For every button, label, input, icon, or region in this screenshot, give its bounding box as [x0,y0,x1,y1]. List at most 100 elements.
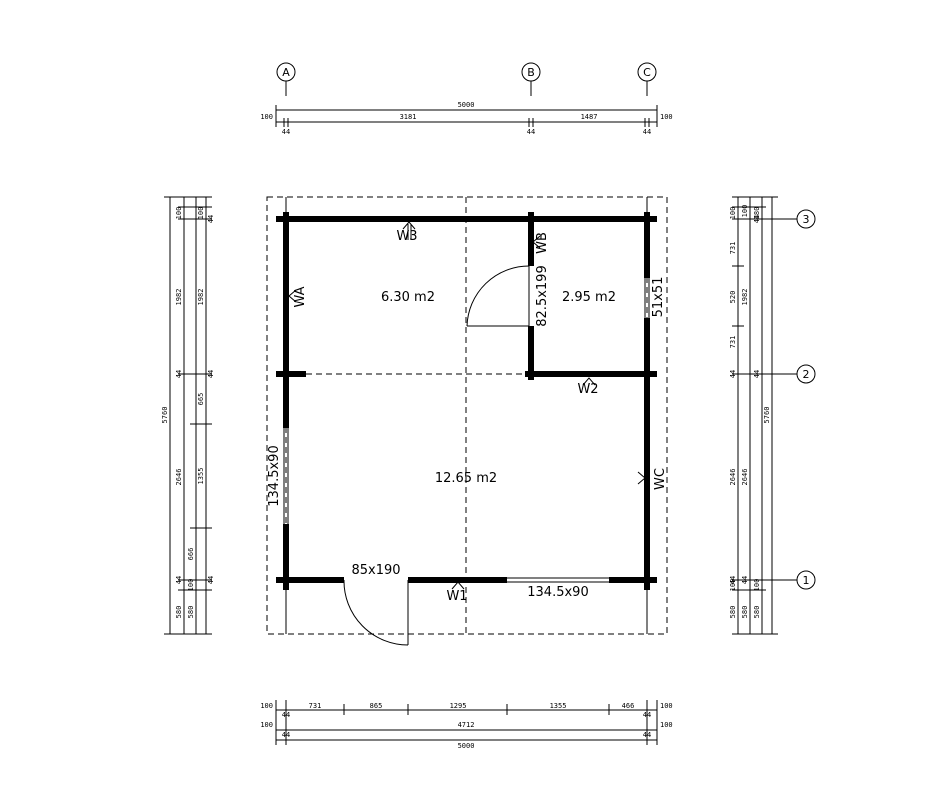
svg-text:44: 44 [753,215,761,223]
svg-text:466: 466 [622,702,635,710]
svg-text:100: 100 [175,207,183,220]
svg-text:520: 520 [729,291,737,304]
svg-text:44: 44 [643,711,651,719]
svg-text:580: 580 [175,606,183,619]
grid-label-a: A [282,66,290,79]
svg-text:580: 580 [729,606,737,619]
bottom-dimension-chain: 731 865 1295 1355 466 100 100 4712 100 1… [260,700,673,750]
wall-marker-w3: W3 [396,221,418,244]
svg-text:44: 44 [207,370,215,378]
door-inner-label: 82.5x199 [535,265,550,326]
svg-text:100: 100 [660,702,673,710]
dim-top-wall-b: 44 [527,128,535,136]
svg-text:1355: 1355 [197,468,205,485]
svg-text:731: 731 [729,336,737,349]
svg-text:44: 44 [741,576,749,584]
wall-marker-w2: W2 [577,377,599,397]
walls [276,200,657,634]
svg-text:100: 100 [260,702,273,710]
window-right-label: 51x51 [651,277,666,318]
svg-text:44: 44 [729,576,737,584]
grid-label-3: 3 [803,213,810,226]
dim-top-total: 5000 [458,101,475,109]
door-inner: 82.5x199 [466,265,550,327]
dim-bottom-total: 5000 [458,742,475,750]
svg-text:1355: 1355 [550,702,567,710]
room-area-main: 12.65 m2 [435,471,497,486]
dim-left-total: 5760 [161,407,169,424]
svg-text:44: 44 [175,576,183,584]
wall-label-w1: W1 [446,589,467,604]
svg-text:44: 44 [753,370,761,378]
roof-outline [266,196,668,635]
svg-text:100: 100 [753,579,761,592]
svg-text:665: 665 [197,393,205,406]
dim-top-ab: 3181 [400,113,417,121]
left-dimension-chain: 5760 580 2646 1982 100 580 100 1355 665 … [161,196,215,635]
door-front-label: 85x190 [351,563,400,578]
svg-text:100: 100 [260,721,273,729]
window-right: 51x51 [644,277,666,318]
wall-label-wc: WC [653,468,668,490]
wall-label-wb: WB [535,232,550,254]
grid-label-1: 1 [803,574,810,587]
wall-label-w2: W2 [577,382,598,397]
svg-text:2646: 2646 [729,469,737,486]
svg-text:2646: 2646 [741,469,749,486]
svg-text:1982: 1982 [175,289,183,306]
svg-text:100: 100 [197,207,205,220]
wall-marker-wc: WC [637,468,668,490]
svg-text:44: 44 [207,215,215,223]
svg-text:666: 666 [187,548,195,561]
svg-text:1982: 1982 [197,289,205,306]
dim-bottom-4712: 4712 [458,721,475,729]
svg-text:180: 180 [753,207,761,220]
dim-top-end-right: 100 [660,113,673,121]
dim-top-wall-a: 44 [282,128,290,136]
door-front: 85x190 [343,563,409,646]
svg-text:1982: 1982 [741,289,749,306]
svg-text:44: 44 [207,576,215,584]
svg-text:44: 44 [643,731,651,739]
grid-axis-a: A [276,62,296,96]
svg-text:580: 580 [753,606,761,619]
top-dimension-chain: 5000 3181 1487 100 100 44 44 44 [260,101,672,136]
svg-text:731: 731 [729,242,737,255]
right-dimension-chain: 5760 580 2646 1982 100 580 100 731 520 7… [729,196,778,635]
svg-text:100: 100 [729,207,737,220]
svg-text:44: 44 [282,711,290,719]
wall-marker-wa: WA [288,286,308,308]
svg-text:1295: 1295 [450,702,467,710]
dim-top-end-left: 100 [260,113,273,121]
grid-axis-b: B [521,62,541,96]
window-bottom-label: 134.5x90 [527,585,588,600]
svg-text:44: 44 [175,370,183,378]
window-left: 134.5x90 [267,428,289,524]
svg-text:2646: 2646 [175,469,183,486]
svg-text:865: 865 [370,702,383,710]
wall-marker-w1: W1 [446,581,468,604]
wall-label-wa: WA [293,286,308,307]
svg-text:100: 100 [741,205,749,218]
grid-label-b: B [527,66,535,79]
grid-label-c: C [643,66,651,79]
dim-top-bc: 1487 [581,113,598,121]
svg-text:44: 44 [282,731,290,739]
grid-label-2: 2 [803,368,810,381]
svg-text:580: 580 [187,606,195,619]
dim-top-wall-c: 44 [643,128,651,136]
svg-text:580: 580 [741,606,749,619]
dim-right-total: 5760 [763,407,771,424]
wall-marker-wb: WB [532,232,550,254]
svg-text:100: 100 [660,721,673,729]
svg-text:100: 100 [187,579,195,592]
svg-text:731: 731 [309,702,322,710]
room-area-top-right: 2.95 m2 [562,290,616,305]
svg-text:44: 44 [729,370,737,378]
wall-label-w3: W3 [396,229,417,244]
grid-axis-c: C [637,62,657,96]
svg-text:100: 100 [729,579,737,592]
window-left-label: 134.5x90 [267,445,282,506]
window-bottom: 134.5x90 [507,577,609,600]
